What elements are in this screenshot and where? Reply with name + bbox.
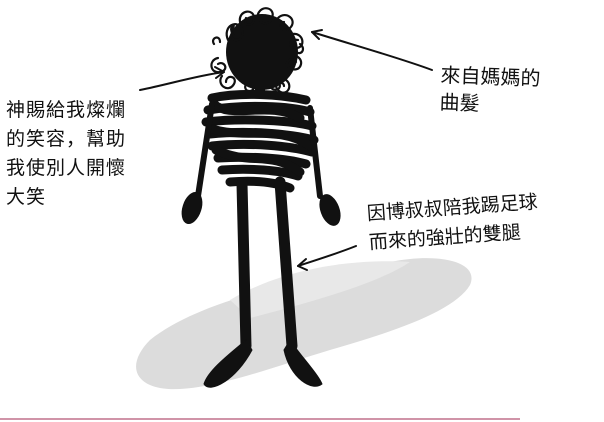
annotation-line: 曲髮 xyxy=(439,89,480,116)
scribbled-torso xyxy=(201,89,319,193)
legs-annotation: 因博叔叔陪我踢足球 而來的強壯的雙腿 xyxy=(366,188,541,258)
annotation-line: 我使別人開懷 xyxy=(6,157,127,179)
annotation-line: 神賜給我燦爛 xyxy=(6,99,127,121)
annotation-line: 的笑容，幫助 xyxy=(6,128,127,150)
arms xyxy=(181,101,341,226)
arrow-to-legs xyxy=(297,245,357,267)
legs xyxy=(203,176,323,388)
annotation-line: 大笑 xyxy=(6,186,47,208)
arrow-to-smile xyxy=(139,71,225,91)
annotation-line: 來自媽媽的 xyxy=(440,62,541,91)
ground-shadow xyxy=(136,258,472,390)
arrow-to-hair xyxy=(311,31,433,71)
smile-annotation: 神賜給我燦爛 的笑容，幫助 我使別人開懷 大笑 xyxy=(6,96,126,212)
annotation-arrows xyxy=(139,29,433,271)
curly-hair xyxy=(210,7,305,94)
hair-annotation: 來自媽媽的 曲髮 xyxy=(439,62,541,119)
